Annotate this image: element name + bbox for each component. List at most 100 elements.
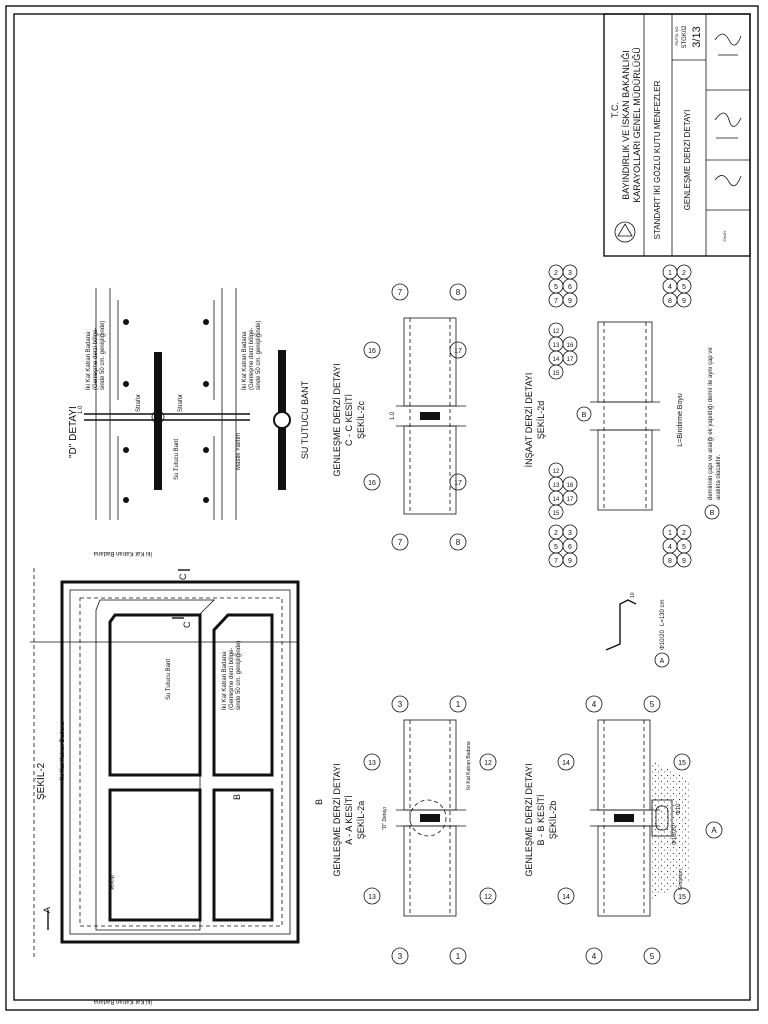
svg-text:14: 14 — [562, 760, 570, 767]
inner-border — [13, 13, 751, 1001]
title-block: T.C. BAYINDIRLIK VE İSKAN BAKANLIĞI KARA… — [603, 13, 751, 257]
svg-text:2: 2 — [682, 530, 686, 537]
section-marker-a: A — [42, 907, 52, 930]
svg-text:17: 17 — [454, 480, 462, 487]
aa-section: GENLEŞME DERZİ DETAYI A - A KESİTİ ŞEKİL… — [332, 719, 472, 917]
svg-text:17: 17 — [567, 497, 574, 503]
svg-text:15: 15 — [678, 760, 686, 767]
svg-text:1: 1 — [456, 952, 461, 961]
signature-3 — [714, 175, 742, 187]
katran-top-label: İki Kat Katran Badana — [59, 721, 66, 780]
signature-2 — [714, 112, 742, 139]
svg-text:5: 5 — [554, 284, 558, 291]
svg-text:GENLEŞME DERZİ DETAYI: GENLEŞME DERZİ DETAYI — [332, 763, 342, 876]
svg-text:B: B — [232, 794, 242, 800]
svg-text:13: 13 — [368, 760, 376, 767]
duvar-label: duvar — [108, 875, 114, 890]
svg-text:Φ10/20: Φ10/20 — [660, 630, 666, 650]
cc-callouts: 7 8 16 17 16 17 7 8 — [363, 283, 467, 551]
d-dim: 1.0 — [78, 405, 84, 414]
svg-text:8: 8 — [668, 298, 672, 305]
d-title: "D" DETAYI — [68, 406, 79, 458]
svg-text:14: 14 — [562, 894, 570, 901]
svg-text:GENLEŞME DERZİ DETAYI: GENLEŞME DERZİ DETAYI — [524, 763, 534, 876]
svg-text:A: A — [711, 826, 717, 835]
d-detail: "D" DETAYI 1.0 İki Kat Katran Badana (Ge… — [68, 288, 262, 520]
cc-section: GENLEŞME DERZİ DETAYI C - C KESİTİ ŞEKİL… — [332, 317, 466, 515]
svg-text:2: 2 — [682, 270, 686, 277]
svg-text:9: 9 — [568, 558, 572, 565]
kgm-logo-icon — [614, 221, 636, 243]
svg-text:12: 12 — [484, 760, 492, 767]
svg-text:7: 7 — [398, 288, 403, 297]
svg-text:13: 13 — [553, 483, 560, 489]
svg-text:4: 4 — [668, 544, 672, 551]
svg-text:İki Kat Katran Badana: İki Kat Katran Badana — [241, 331, 248, 390]
construction-joint: İNŞAAT DERZİ DETAYI ŞEKİL-2d L=Bindirme … — [524, 321, 722, 511]
svg-text:7: 7 — [554, 558, 558, 565]
svg-text:3: 3 — [398, 700, 403, 709]
su-tutucu-label: Su Tutucu Bant — [166, 659, 172, 700]
svg-text:1: 1 — [456, 700, 461, 709]
svg-text:12: 12 — [484, 894, 492, 901]
water-stop-band: SU TUTUCU BANT — [273, 350, 310, 490]
svg-text:9: 9 — [568, 298, 572, 305]
svg-text:Su Tutucu Bant: Su Tutucu Bant — [174, 439, 180, 480]
svg-text:4: 4 — [592, 700, 597, 709]
katran-mid-3: sinde 50 cm. genişliğinde) — [236, 641, 242, 710]
svg-text:ŞEKİL-2d: ŞEKİL-2d — [536, 401, 546, 440]
svg-text:3: 3 — [398, 952, 403, 961]
svg-text:16: 16 — [567, 343, 574, 349]
svg-text:C: C — [182, 621, 192, 628]
svg-text:12: 12 — [553, 329, 560, 335]
svg-text:SU TUTUCU BANT: SU TUTUCU BANT — [300, 380, 310, 459]
svg-text:ŞEKİL-2a: ŞEKİL-2a — [356, 801, 366, 840]
svg-text:İki Kat Katran Badana: İki Kat Katran Badana — [465, 741, 472, 790]
project-title: STANDART İKİ GÖZLÜ KUTU MENFEZLER — [653, 80, 662, 239]
section-marker-b: B B — [232, 794, 324, 805]
org-line2: BAYINDIRLIK VE İSKAN BAKANLIĞI — [621, 50, 631, 199]
svg-text:1.0: 1.0 — [390, 411, 396, 420]
katran-bottom-label: İki Kat Katran Badana — [93, 998, 152, 1005]
approval-label: ONAY — [722, 230, 727, 241]
svg-text:C - C KESİTİ: C - C KESİTİ — [344, 394, 354, 446]
svg-text:B: B — [582, 412, 587, 419]
svg-text:14: 14 — [553, 497, 560, 503]
svg-text:1: 1 — [668, 270, 672, 277]
svg-text:5: 5 — [650, 952, 655, 961]
svg-text:6: 6 — [568, 544, 572, 551]
katran-mid-1: İki Kat Katran Badana — [221, 651, 228, 710]
svg-text:2: 2 — [554, 530, 558, 537]
svg-text:4: 4 — [668, 284, 672, 291]
sekil2-plan-view: A C C B B ŞEKİL-2 İki Kat Katran Badana … — [30, 550, 324, 1005]
svg-text:16: 16 — [567, 483, 574, 489]
svg-text:5: 5 — [682, 544, 686, 551]
svg-text:1: 1 — [668, 530, 672, 537]
svg-text:5: 5 — [554, 544, 558, 551]
svg-text:B: B — [710, 510, 715, 517]
svg-text:8: 8 — [668, 558, 672, 565]
svg-text:13: 13 — [553, 343, 560, 349]
svg-text:ŞEKİL-2c: ŞEKİL-2c — [356, 400, 366, 439]
svg-text:5: 5 — [650, 700, 655, 709]
svg-text:12: 12 — [553, 469, 560, 475]
svg-text:Strafor: Strafor — [178, 394, 184, 412]
sheet-number: 3/13 — [691, 26, 703, 47]
katran-mid-2: (Genleşme derzi bölge- — [229, 648, 235, 710]
svg-text:B - B KESİTİ: B - B KESİTİ — [536, 794, 546, 845]
signature-1 — [714, 33, 742, 56]
svg-text:9: 9 — [682, 298, 686, 305]
svg-text:Strafor: Strafor — [136, 394, 142, 412]
sekil2-title: ŞEKİL-2 — [34, 762, 47, 800]
svg-text:5: 5 — [682, 284, 686, 291]
svg-text:L=130 cm: L=130 cm — [660, 599, 666, 626]
org-line3: KARAYOLLARI GENEL MÜDÜRLÜĞÜ — [632, 47, 642, 203]
section-marker-c: C C — [172, 569, 192, 628]
svg-text:15: 15 — [678, 894, 686, 901]
svg-text:2: 2 — [554, 270, 558, 277]
svg-text:10: 10 — [630, 592, 636, 598]
svg-text:3: 3 — [568, 270, 572, 277]
org-line1: T.C. — [610, 102, 620, 118]
svg-text:Mastik Yalıtım: Mastik Yalıtım — [236, 433, 242, 470]
